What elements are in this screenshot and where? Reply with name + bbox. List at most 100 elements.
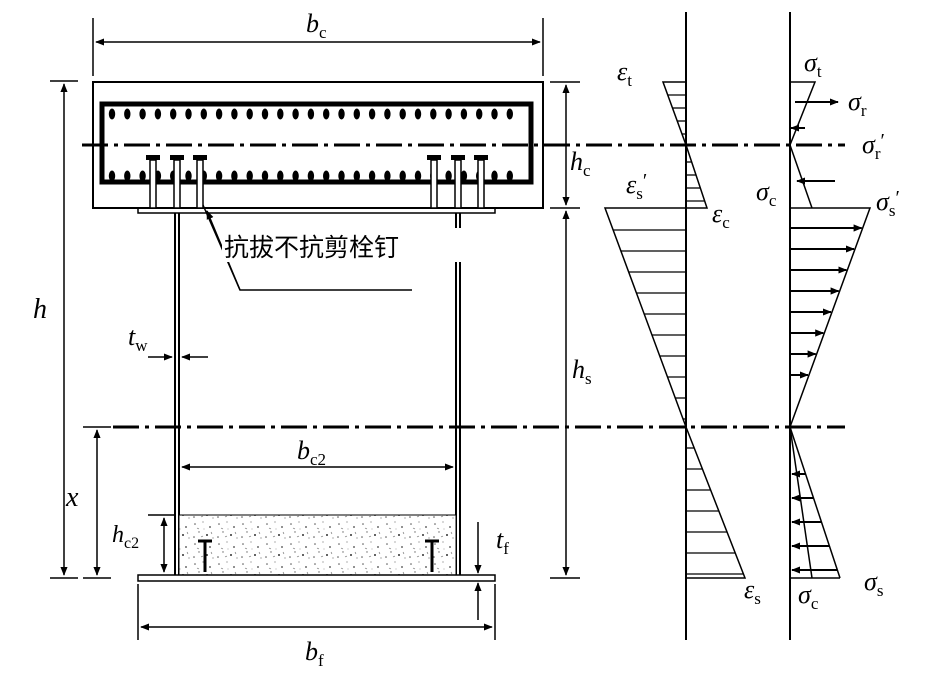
rebar-dot [353,108,360,120]
stud-shank [196,159,204,209]
stud-shank [149,159,157,209]
rebar-dot [491,108,498,120]
rebar-dot [277,170,284,182]
rebar-dot [246,170,253,182]
rebar-dot [231,170,238,182]
rebar-dot [139,170,146,182]
rebar-dot [185,108,192,120]
rebar-dot [231,108,238,120]
rebar-dot [108,108,116,120]
label-hc2: hc2 [112,522,139,552]
concrete-slab [92,81,544,214]
rebar-dot [353,170,360,182]
dim-tw: tw [128,322,208,361]
label-eps-c: εc [712,199,730,232]
stud-shank [430,159,438,209]
label-hc: hc [570,147,591,180]
rebar-dot [414,108,422,120]
top-rebar-row [108,108,513,120]
stud-head [170,155,184,160]
dim-bc: bc [92,9,544,76]
rebar-dot [506,108,513,120]
bottom-concrete [178,514,457,576]
rebar-dot [323,108,330,120]
rebar-dot [124,170,131,182]
label-sig-s: σs [864,567,883,600]
rebar-dot [399,108,406,120]
label-bc: bc [306,9,327,42]
label-tw: tw [128,322,148,355]
stud-shank [477,159,485,209]
rebar-dot [261,170,269,182]
label-sig-c-top: σc [756,177,777,210]
rebar-dot [108,170,116,182]
label-bf: bf [305,637,324,670]
rebar-dot [215,170,223,182]
stud-shank [454,159,462,209]
label-sig-c-bottom: σc [798,580,819,613]
rebar-dot [338,108,345,120]
stud-callout: 抗拔不抗剪栓钉 [202,204,470,291]
rebar-dot [368,108,376,120]
label-eps-t: εt [617,57,632,90]
label-hs: hs [572,355,592,388]
rebar-dot [476,108,483,120]
rebar-dot [384,170,391,182]
rebar-dot [445,170,452,182]
rebar-dot [185,170,192,182]
rebar-dot [506,170,513,182]
top-flange-plate [137,207,496,214]
rebar-dot [246,108,253,120]
label-bc2: bc2 [297,436,326,469]
rebar-dot [307,170,315,182]
label-sig-r-prime: σr′ [862,130,885,163]
rebar-dot [124,108,131,120]
rebar-dot [307,108,315,120]
rebar-dot [170,108,177,120]
rebar-dot [215,108,223,120]
dim-h: h [33,80,78,579]
stud-head [193,155,207,160]
rebar-dot [460,108,468,120]
label-sig-s-prime: σs′ [876,187,900,220]
rebar-dot [384,108,391,120]
stud-shank [173,159,181,209]
stud-head [146,155,160,160]
rebar-dot [200,108,207,120]
label-h: h [33,294,47,325]
stud-head [451,155,465,160]
rebar-dot [460,170,468,182]
label-x: x [65,482,79,513]
stress-arrows [790,124,863,574]
anchor-studs [146,155,488,209]
stud-head [427,155,441,160]
dim-hc: hc [550,81,591,209]
dim-x: x [65,426,111,579]
rebar-dot [154,108,162,120]
rebar-dot [399,170,406,182]
rebar-dot [323,170,330,182]
label-tf: tf [496,525,509,558]
dim-hs: hs [550,210,592,579]
rebar-dot [277,108,284,120]
dim-bc2: bc2 [181,436,454,471]
dim-bf: bf [137,584,496,670]
bottom-flange-plate [137,574,496,582]
dim-hc2: hc2 [112,514,176,573]
strain-diagram: εt εs′ εc εs [603,12,761,640]
rebar-dot [445,108,452,120]
rebar-dot [292,108,299,120]
rebar-dot [338,170,345,182]
rebar-dot [292,170,299,182]
rebar-dot [139,108,146,120]
stud-note: 抗拔不抗剪栓钉 [224,233,399,262]
dim-tf: tf [474,522,509,620]
strain-hatching [613,94,744,575]
label-eps-s-prime: εs′ [626,170,647,203]
rebar-dot [368,170,376,182]
rebar-dot [491,170,498,182]
label-sig-t: σt [804,48,822,81]
label-sig-r: σr [848,87,867,120]
